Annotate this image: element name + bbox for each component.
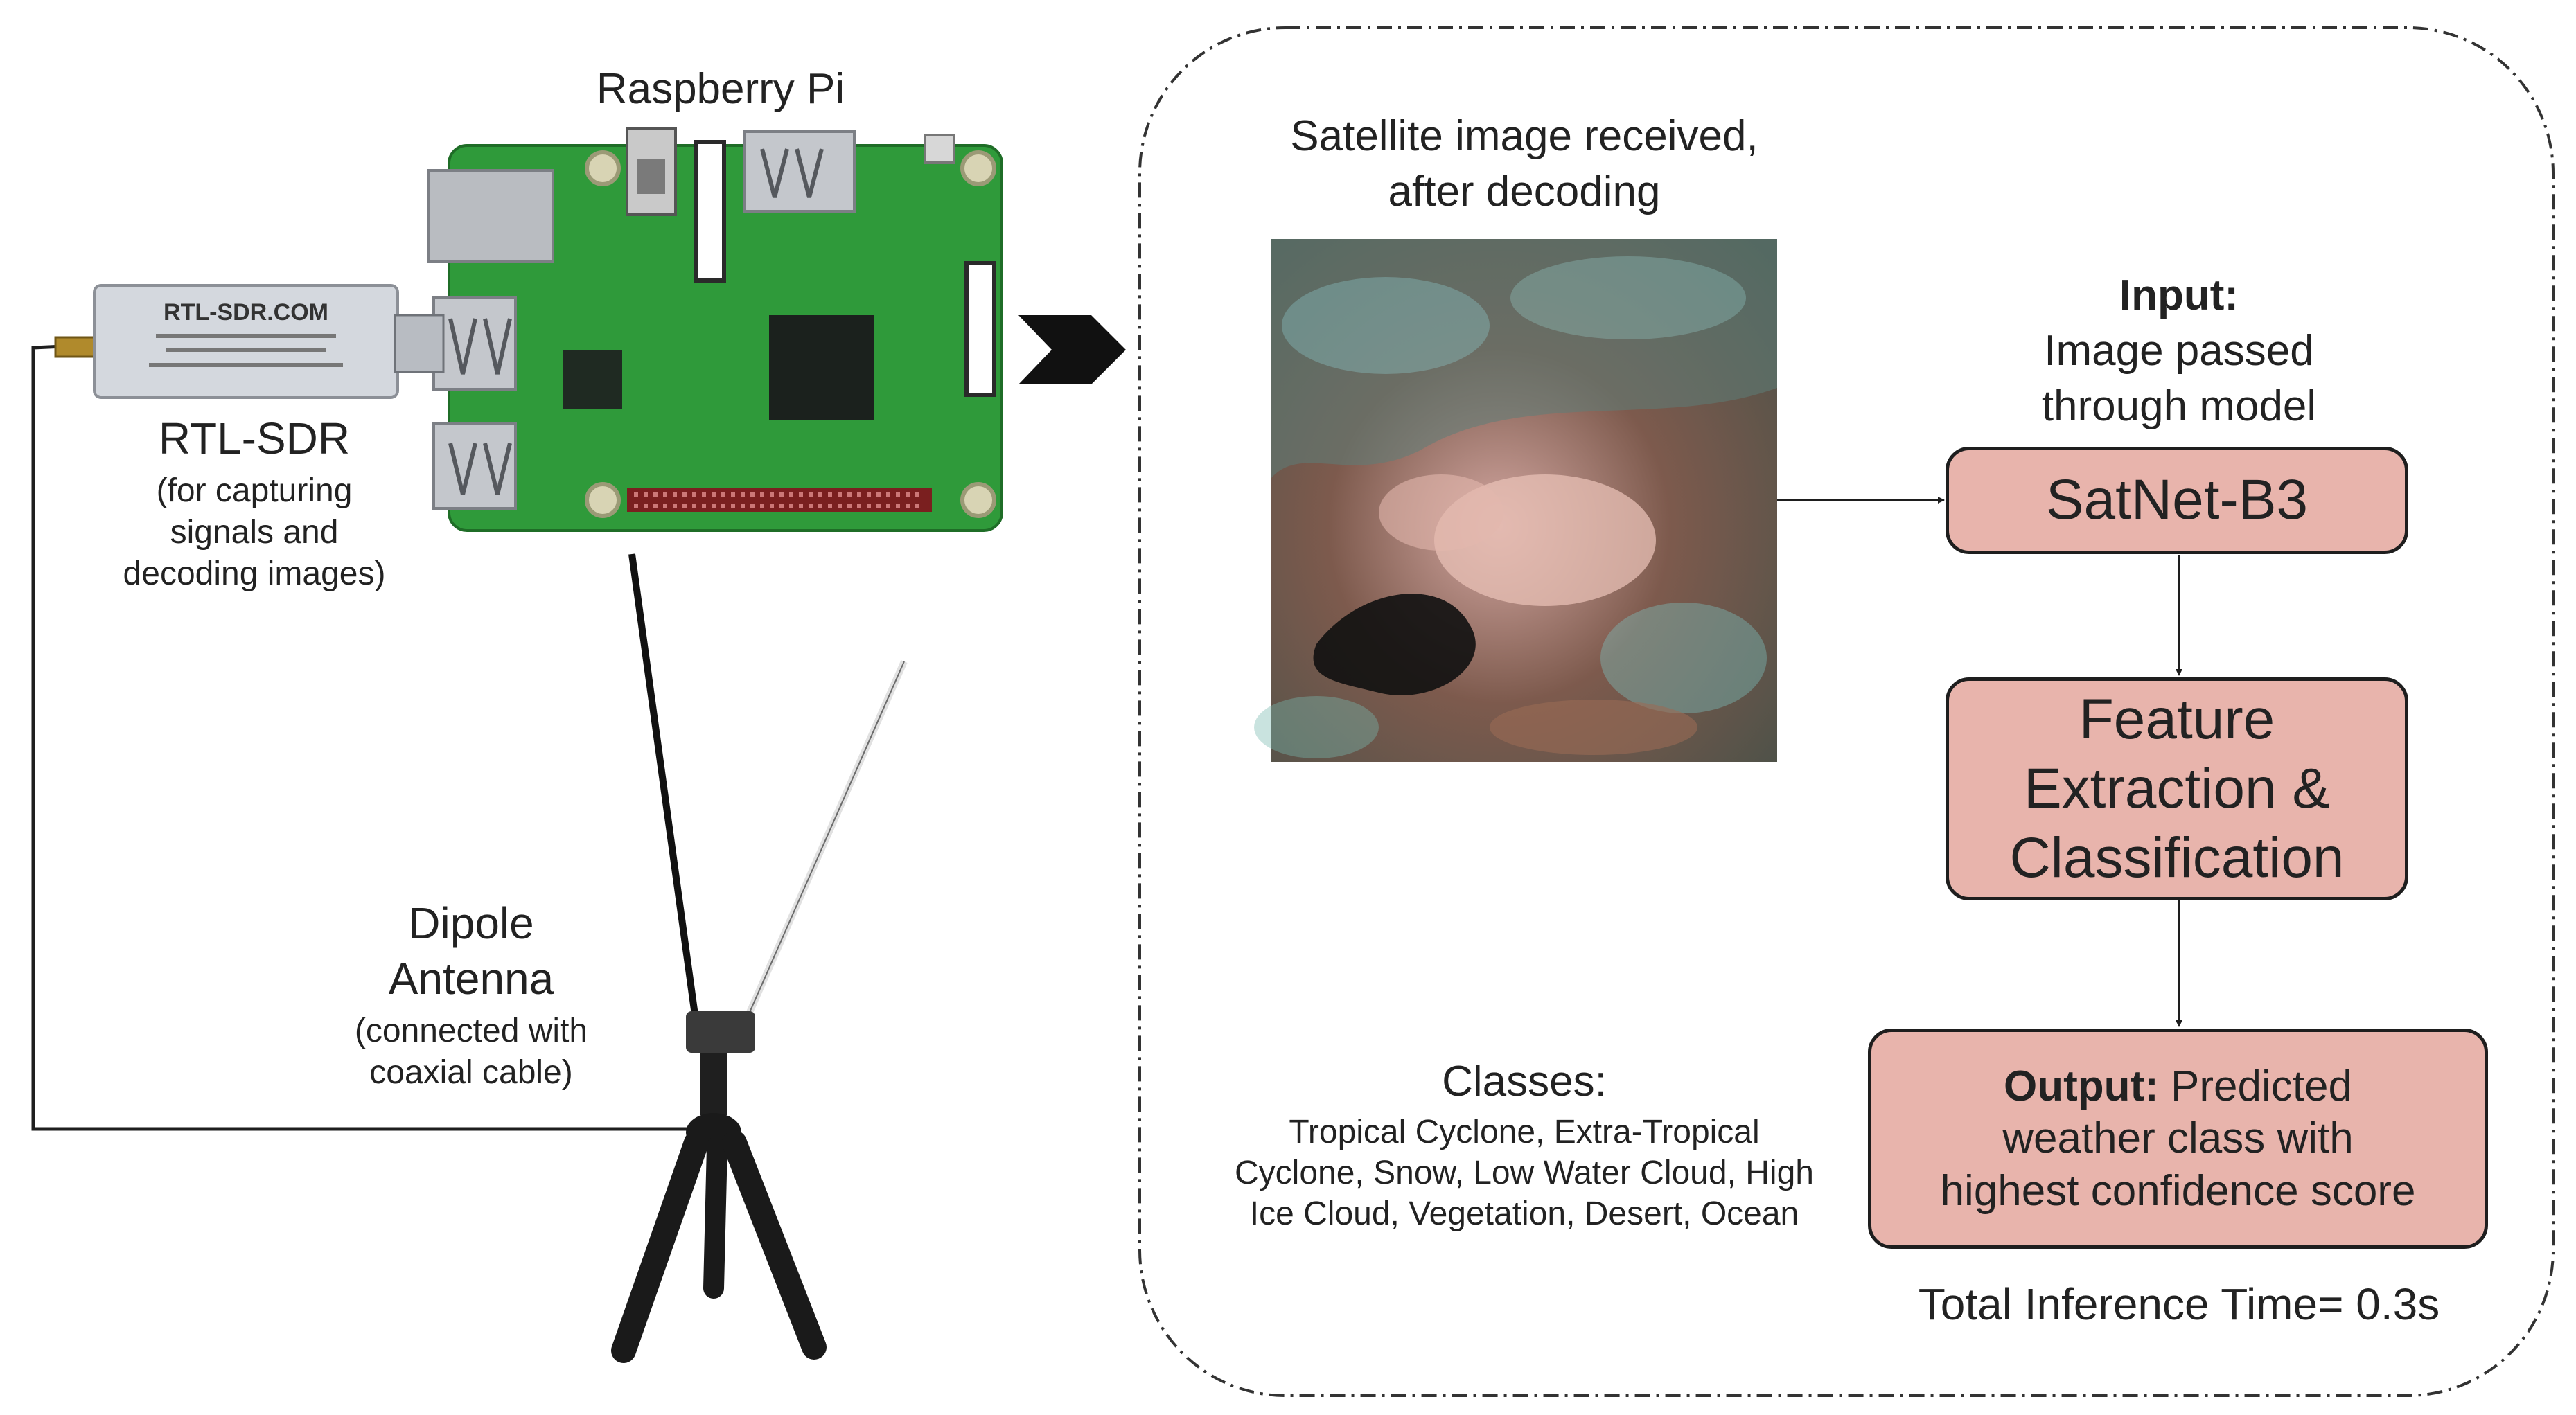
raspberry-pi-board-icon [427, 127, 1003, 532]
pipeline-container [1138, 26, 2555, 1397]
antenna-title-line-1: Dipole [408, 898, 534, 948]
output-box: Output: Predicted weather class with hig… [1868, 1029, 2488, 1249]
model-box: SatNet-B3 [1946, 447, 2408, 554]
antenna-desc-line-2: coaxial cable) [369, 1054, 573, 1091]
output-heading: Output: [2004, 1062, 2159, 1110]
input-desc-line-2: through model [2041, 382, 2317, 430]
model-box-label: SatNet-B3 [2045, 468, 2309, 532]
satellite-image [1254, 239, 1777, 762]
output-line-3: highest confidence score [1940, 1166, 2416, 1215]
feature-box-line-2: Extraction & [2023, 756, 2331, 820]
satellite-caption-line-2: after decoding [1388, 168, 1661, 215]
input-desc-line-1: Image passed [2044, 327, 2314, 375]
classes-line-1: Tropical Cyclone, Extra-Tropical [1289, 1114, 1760, 1150]
output-first-line: Predicted [2158, 1062, 2352, 1110]
inference-time: Total Inference Time= 0.3s [1918, 1279, 2440, 1329]
rtl-sdr-desc-line-2: signals and [170, 514, 339, 551]
feature-extraction-box: Feature Extraction & Classification [1946, 677, 2408, 900]
rtl-sdr-stick-text: RTL-SDR.COM [164, 299, 328, 326]
feature-box-line-3: Classification [2009, 826, 2345, 890]
classes-line-2: Cyclone, Snow, Low Water Cloud, High [1235, 1155, 1814, 1191]
rtl-sdr-desc-line-3: decoding images) [123, 555, 386, 592]
chevron-right-icon [1018, 315, 1126, 384]
rtl-sdr-desc-line-1: (for capturing [156, 472, 353, 509]
coaxial-cable [31, 344, 700, 1131]
antenna-title-line-2: Antenna [388, 954, 554, 1004]
rtl-sdr-dongle-icon: RTL-SDR.COM [54, 284, 445, 399]
feature-box-line-1: Feature [2079, 687, 2275, 751]
raspberry-pi-label: Raspberry Pi [596, 65, 845, 113]
classes-heading: Classes: [1442, 1058, 1607, 1105]
tripod-icon [611, 1011, 827, 1363]
satellite-caption-line-1: Satellite image received, [1290, 112, 1758, 160]
output-line-2: weather class with [2002, 1114, 2354, 1163]
antenna-desc-line-1: (connected with [354, 1013, 588, 1049]
dipole-antenna-icon [628, 553, 908, 1041]
classes-line-3: Ice Cloud, Vegetation, Desert, Ocean [1249, 1195, 1799, 1232]
input-heading: Input: [2119, 272, 2239, 319]
rtl-sdr-title: RTL-SDR [158, 413, 351, 463]
